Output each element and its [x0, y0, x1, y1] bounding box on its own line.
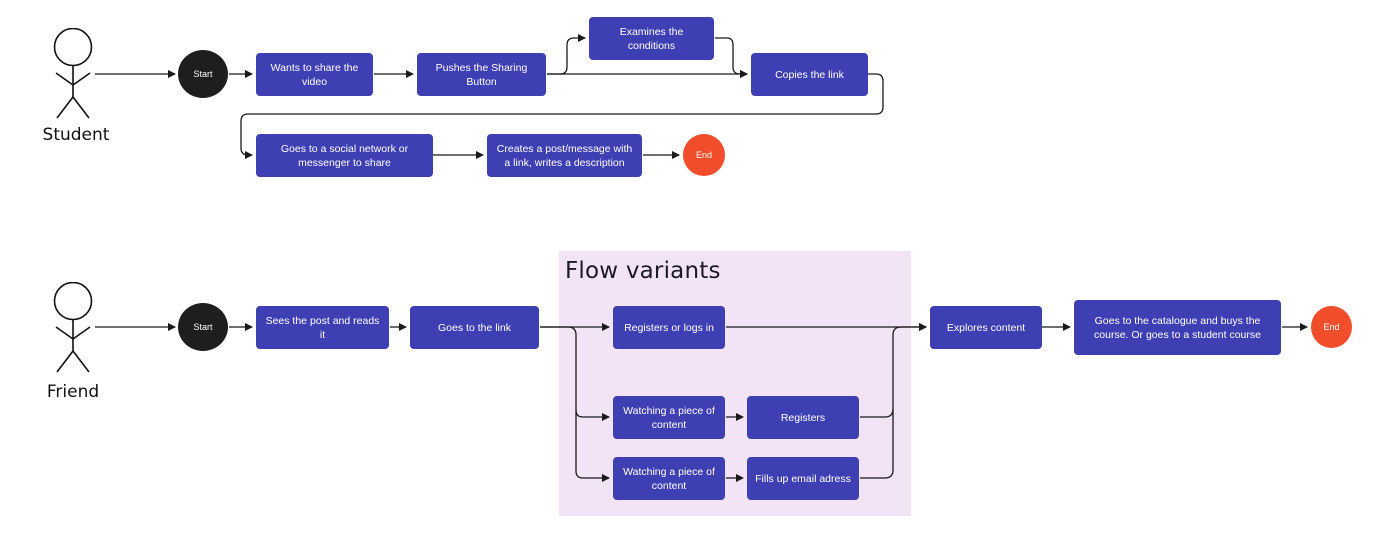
node-fills-email[interactable]: Fills up email adress	[747, 457, 859, 500]
student-start-node[interactable]: Start	[178, 50, 228, 98]
node-watching-content-1[interactable]: Watching a piece of content	[613, 396, 725, 439]
node-creates-post[interactable]: Creates a post/message with a link, writ…	[487, 134, 642, 177]
flow-variants-title: Flow variants	[565, 258, 721, 284]
student-end-node[interactable]: End	[683, 134, 725, 176]
node-pushes-sharing-button[interactable]: Pushes the Sharing Button	[417, 53, 546, 96]
connector-registers-to-explores	[860, 323, 927, 418]
node-registers[interactable]: Registers	[747, 396, 859, 439]
connector-fills-to-explores	[860, 409, 894, 479]
friend-start-node[interactable]: Start	[178, 303, 228, 351]
friend-actor-icon	[53, 282, 93, 373]
connector-goes-to-watching-1	[540, 326, 610, 421]
friend-end-node[interactable]: End	[1311, 306, 1352, 348]
connector-examines-to-copies	[715, 37, 748, 78]
node-wants-to-share[interactable]: Wants to share the video	[256, 53, 373, 96]
node-registers-or-logs-in[interactable]: Registers or logs in	[613, 306, 725, 349]
friend-label: Friend	[46, 382, 100, 402]
node-copies-link[interactable]: Copies the link	[751, 53, 868, 96]
node-explores-content[interactable]: Explores content	[930, 306, 1042, 349]
node-sees-post[interactable]: Sees the post and reads it	[256, 306, 389, 349]
node-catalogue-buys-course[interactable]: Goes to the catalogue and buys the cours…	[1074, 300, 1281, 355]
student-label: Student	[42, 125, 110, 145]
connector-copies-to-social	[240, 73, 884, 159]
node-goes-social-network[interactable]: Goes to a social network or messenger to…	[256, 134, 433, 177]
student-actor-icon	[53, 28, 93, 119]
node-watching-content-2[interactable]: Watching a piece of content	[613, 457, 725, 500]
connector-pushes-to-examines	[547, 34, 586, 75]
connector-goes-to-watching-2	[575, 410, 610, 482]
node-examines-conditions[interactable]: Examines the conditions	[589, 17, 714, 60]
node-goes-to-link[interactable]: Goes to the link	[410, 306, 539, 349]
